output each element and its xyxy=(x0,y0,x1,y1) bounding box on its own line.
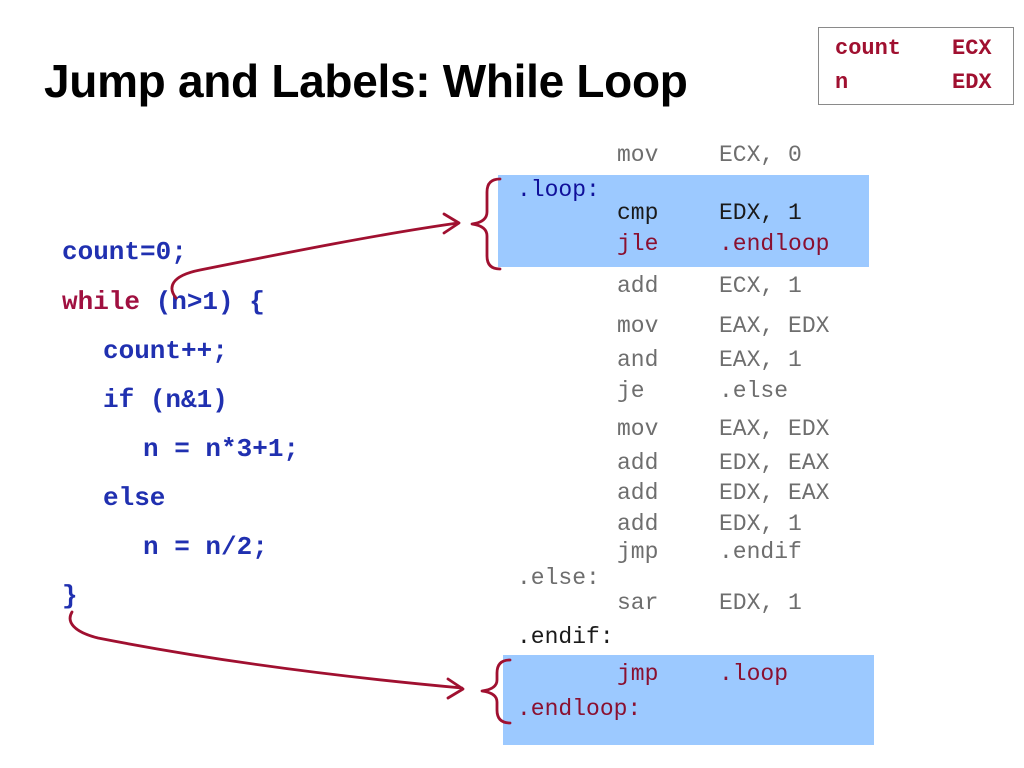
keyword-if: if xyxy=(103,385,135,415)
while-arrow-head xyxy=(442,212,461,235)
asm-cmp-arg: EDX, 1 xyxy=(719,200,802,226)
c-line-count-init: count=0; xyxy=(62,237,187,267)
c-line-if: if (n&1) xyxy=(103,387,228,413)
asm-je-arg: .else xyxy=(719,378,789,404)
asm-add3-arg: EDX, 1 xyxy=(719,511,802,537)
c-line-close-brace: } xyxy=(62,581,78,611)
asm-mov-eax-op: mov xyxy=(617,313,659,339)
asm-loop-label: .loop: xyxy=(517,177,600,203)
asm-jmp-endif-arg: .endif xyxy=(719,539,802,565)
while-to-loop-arrow xyxy=(170,221,460,300)
asm-sar-arg: EDX, 1 xyxy=(719,590,802,616)
asm-add1-arg: EDX, EAX xyxy=(719,450,830,476)
keyword-while: while xyxy=(62,287,141,317)
c-line-odd-branch: n = n*3+1; xyxy=(143,434,300,464)
asm-sar-op: sar xyxy=(617,590,659,616)
legend-var-count: count xyxy=(835,36,902,61)
asm-add2-arg: EDX, EAX xyxy=(719,480,830,506)
slide-title: Jump and Labels: While Loop xyxy=(44,55,688,107)
if-condition: (n&1) xyxy=(134,385,228,415)
asm-add-ecx-op: add xyxy=(617,273,659,299)
asm-jmp-loop-arg: .loop xyxy=(719,661,789,687)
asm-mov-ecx-arg: ECX, 0 xyxy=(719,142,802,168)
asm-mov-eax-arg: EAX, EDX xyxy=(719,313,830,339)
asm-jmp-loop-op: jmp xyxy=(617,661,659,687)
loop-condition-highlight xyxy=(498,175,869,267)
loop-brace xyxy=(470,177,502,271)
endloop-arrow-head xyxy=(446,677,465,700)
loop-end-highlight xyxy=(503,655,874,745)
endloop-brace xyxy=(480,658,512,725)
brace-to-endloop-arrow xyxy=(68,610,464,690)
register-legend: count ECX n EDX xyxy=(818,27,1014,105)
asm-mov-ecx-op: mov xyxy=(617,142,659,168)
asm-add2-op: add xyxy=(617,480,659,506)
asm-endif-label: .endif: xyxy=(517,624,614,650)
asm-endloop-label: .endloop: xyxy=(517,696,642,722)
asm-add1-op: add xyxy=(617,450,659,476)
asm-else-label: .else: xyxy=(517,565,600,591)
legend-reg-edx: EDX xyxy=(952,70,992,95)
asm-jmp-endif-op: jmp xyxy=(617,539,659,565)
c-line-else: else xyxy=(103,483,166,513)
asm-mov-eax2-op: mov xyxy=(617,416,659,442)
legend-reg-ecx: ECX xyxy=(952,36,992,61)
asm-jle-op: jle xyxy=(617,231,659,257)
c-line-even-branch: n = n/2; xyxy=(143,532,268,562)
legend-var-n: n xyxy=(835,70,849,95)
asm-mov-eax2-arg: EAX, EDX xyxy=(719,416,830,442)
asm-add3-op: add xyxy=(617,511,659,537)
c-line-count-increment: count++; xyxy=(103,336,228,366)
asm-and-op: and xyxy=(617,347,659,373)
asm-cmp-op: cmp xyxy=(617,200,659,226)
asm-jle-arg: .endloop xyxy=(719,231,830,257)
asm-je-op: je xyxy=(617,378,645,404)
asm-and-arg: EAX, 1 xyxy=(719,347,802,373)
asm-add-ecx-arg: ECX, 1 xyxy=(719,273,802,299)
